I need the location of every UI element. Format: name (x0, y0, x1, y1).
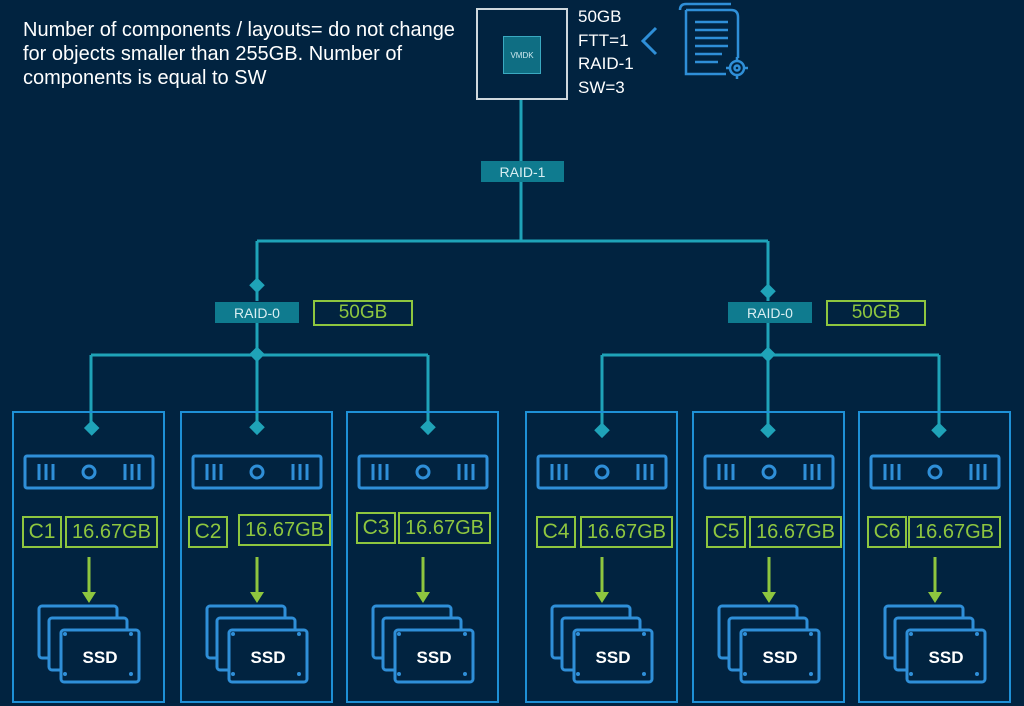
ssd-label: SSD (596, 648, 631, 667)
server-icon (869, 454, 1001, 490)
ssd-label: SSD (763, 648, 798, 667)
raid-0-tag-left: RAID-0 (215, 302, 299, 323)
host-4 (525, 411, 678, 703)
policy-size: 50GB (578, 7, 622, 26)
branch-size-left: 50GB (313, 300, 413, 326)
raid-0-tag-right: RAID-0 (728, 302, 812, 323)
arrow-down-icon (595, 557, 609, 603)
ssd-stack-icon: SSD (883, 604, 987, 684)
host-2-art: SSD (191, 454, 323, 684)
ssd-stack-icon: SSD (717, 604, 821, 684)
explanation-note: Number of components / layouts= do not c… (23, 19, 455, 89)
ssd-label: SSD (929, 648, 964, 667)
connector-nodes (83, 277, 947, 439)
host-1 (12, 411, 165, 703)
arrow-down-icon (82, 557, 96, 603)
server-icon (23, 454, 155, 490)
ssd-label: SSD (417, 648, 452, 667)
arrow-down-icon (416, 557, 430, 603)
server-icon (191, 454, 323, 490)
ssd-stack-icon: SSD (205, 604, 309, 684)
policy-document-gear-icon (678, 2, 748, 79)
ssd-label: SSD (251, 648, 286, 667)
component-size: 16.67GB (238, 514, 331, 546)
raid-1-tag: RAID-1 (481, 161, 564, 182)
storage-policy: 50GB FTT=1 RAID-1 SW=3 (578, 5, 634, 99)
component-size: 16.67GB (398, 512, 491, 544)
component-label: C1 (22, 516, 62, 548)
component-label: C6 (867, 516, 907, 548)
arrow-down-icon (762, 557, 776, 603)
arrow-down-icon (928, 557, 942, 603)
component-label: C3 (356, 512, 396, 544)
server-icon (703, 454, 835, 490)
chevron-left-icon (640, 26, 658, 56)
component-label: C5 (706, 516, 746, 548)
policy-raid: RAID-1 (578, 54, 634, 73)
ssd-stack-icon: SSD (37, 604, 141, 684)
component-label: C4 (536, 516, 576, 548)
component-size: 16.67GB (580, 516, 673, 548)
server-icon (357, 454, 489, 490)
host-2 (180, 411, 333, 703)
host-3 (346, 411, 499, 703)
policy-stripe-width: SW=3 (578, 77, 625, 97)
host-5 (692, 411, 845, 703)
arrow-down-icon (250, 557, 264, 603)
vmdk-label: VMDK (503, 36, 541, 74)
branch-size-right: 50GB (826, 300, 926, 326)
component-label: C2 (188, 516, 228, 548)
vmdk-object: VMDK (476, 8, 568, 100)
host-6-art: SSD (869, 454, 1001, 684)
server-icon (536, 454, 668, 490)
component-size: 16.67GB (749, 516, 842, 548)
host-1-art: SSD (23, 454, 155, 684)
host-4-art: SSD (536, 454, 668, 684)
component-size: 16.67GB (908, 516, 1001, 548)
host-3-art: SSD (357, 454, 489, 684)
component-size: 16.67GB (65, 516, 158, 548)
host-6 (858, 411, 1011, 703)
ssd-label: SSD (83, 648, 118, 667)
host-5-art: SSD (703, 454, 835, 684)
ssd-stack-icon: SSD (550, 604, 654, 684)
ssd-stack-icon: SSD (371, 604, 475, 684)
policy-ftt: FTT=1 (578, 30, 629, 50)
